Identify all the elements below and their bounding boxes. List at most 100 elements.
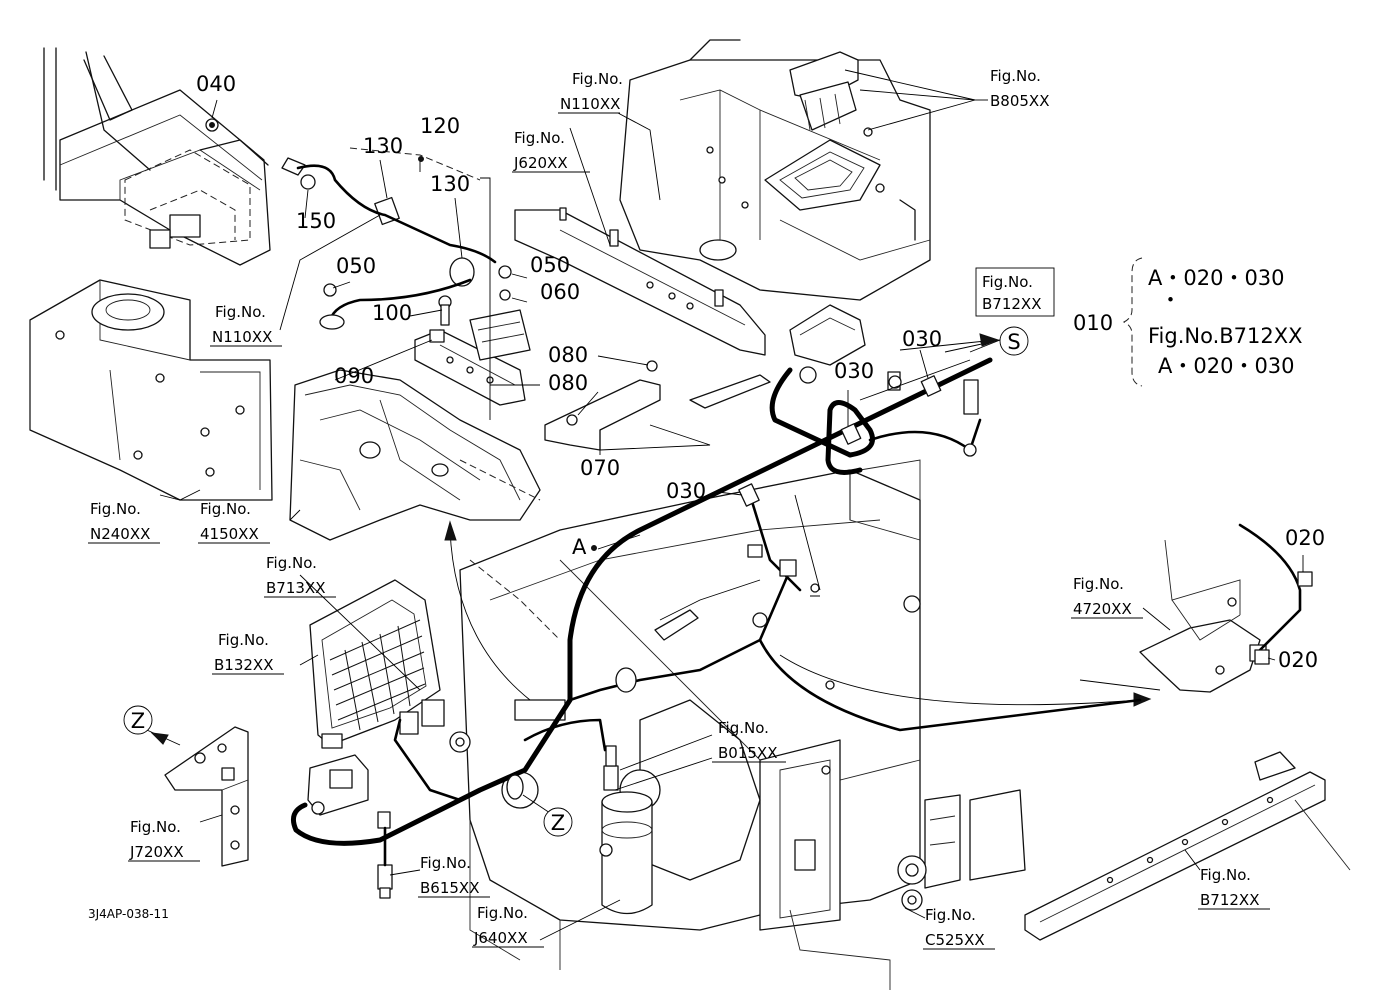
part-label-010: 010 — [1073, 311, 1113, 335]
part-label-130-top: 130 — [363, 134, 403, 158]
kit-composition: A・020・030 ・ Fig.No.B712XX A・020・030 — [1122, 257, 1303, 387]
clamp-030-right — [920, 375, 942, 397]
marker-s-label: S — [1007, 330, 1020, 354]
fig-number: J640XX — [473, 929, 528, 947]
fig-ref-4720: Fig.No. 4720XX — [1071, 575, 1143, 619]
bracket-j720-drawing — [164, 726, 249, 867]
bracket-060-drawing — [414, 309, 531, 406]
fig-number: N110XX — [212, 328, 272, 346]
part-label-150: 150 — [296, 209, 336, 233]
fig-number: B132XX — [214, 656, 273, 674]
fig-word: Fig.No. — [1200, 866, 1251, 884]
transmission-housing-drawing — [289, 369, 541, 541]
bolt-050-left — [323, 283, 337, 297]
plate-090 — [429, 329, 445, 343]
fig-number: B805XX — [990, 92, 1049, 110]
figure-references: Fig.No. N110XX Fig.No. B805XX Fig.No. J6… — [88, 67, 1270, 950]
part-label-040: 040 — [196, 72, 236, 96]
marker-z-left-label: Z — [131, 709, 145, 733]
fig-ref-b132: Fig.No. B132XX — [212, 631, 284, 675]
fig-word: Fig.No. — [477, 904, 528, 922]
part-label-080-bottom: 080 — [548, 371, 588, 395]
fig-word: Fig.No. — [215, 303, 266, 321]
filter-j640-drawing — [599, 745, 653, 915]
kit-line-2: Fig.No.B712XX — [1148, 324, 1303, 348]
bracket-4720-drawing — [1139, 539, 1267, 693]
clamp-020-bottom — [1254, 649, 1270, 665]
main-body-drawing — [459, 459, 1026, 990]
line-art — [29, 39, 1351, 990]
connector-b615-drawing — [377, 811, 393, 899]
clamp-030-left — [738, 483, 760, 507]
kit-dot: ・ — [1160, 288, 1181, 312]
part-label-090: 090 — [334, 364, 374, 388]
marker-z-center-label: Z — [551, 811, 565, 835]
bracket-j620-drawing — [514, 207, 766, 356]
fig-word: Fig.No. — [130, 818, 181, 836]
fig-ref-j620: Fig.No. J620XX — [512, 129, 590, 173]
fig-word: Fig.No. — [266, 554, 317, 572]
part-label-080-top: 080 — [548, 343, 588, 367]
fig-number: N240XX — [90, 525, 150, 543]
fig-word: Fig.No. — [982, 273, 1033, 291]
fig-word: Fig.No. — [990, 67, 1041, 85]
part-label-070: 070 — [580, 456, 620, 480]
fig-ref-b712-box: Fig.No. B712XX — [975, 267, 1055, 317]
fig-word: Fig.No. — [718, 719, 769, 737]
fig-word: Fig.No. — [90, 500, 141, 518]
fig-ref-j640: Fig.No. J640XX — [472, 904, 544, 948]
fig-ref-b712-bottom: Fig.No. B712XX — [1198, 866, 1270, 910]
group-120-bracket — [349, 147, 481, 181]
fig-ref-b015: Fig.No. B015XX — [712, 719, 786, 763]
fig-number: N110XX — [560, 95, 620, 113]
part-label-030-center: 030 — [834, 359, 874, 383]
part-label-100: 100 — [372, 301, 412, 325]
part-label-050-left: 050 — [336, 254, 376, 278]
bolt-150 — [300, 174, 316, 190]
part-label-120: 120 — [420, 114, 460, 138]
controller-b132-drawing — [307, 579, 566, 816]
fig-word: Fig.No. — [218, 631, 269, 649]
fig-ref-n110-left: Fig.No. N110XX — [210, 303, 282, 347]
fig-number: J720XX — [129, 843, 184, 861]
part-label-030-left: 030 — [666, 479, 706, 503]
connector-b805-drawing — [764, 51, 885, 211]
marker-z-center: Z — [543, 807, 573, 837]
cab-frame-drawing — [43, 47, 271, 266]
fig-ref-c525: Fig.No. C525XX — [923, 906, 995, 950]
kit-line-3: A・020・030 — [1158, 354, 1295, 378]
part-labels: 040 120 130 130 150 050 050 060 100 090 … — [196, 72, 1325, 672]
fig-ref-n240: Fig.No. N240XX — [88, 500, 160, 544]
bolt-050-right — [498, 265, 512, 279]
leader-lines — [159, 69, 1304, 941]
fig-word: Fig.No. — [200, 500, 251, 518]
fig-number: B712XX — [1200, 891, 1259, 909]
fig-ref-4150: Fig.No. 4150XX — [198, 500, 270, 544]
fig-word: Fig.No. — [420, 854, 471, 872]
marker-s: S — [979, 326, 1029, 356]
fig-ref-b805: Fig.No. B805XX — [975, 67, 1049, 110]
fig-ref-b615: Fig.No. B615XX — [418, 854, 490, 898]
drawing-code: 3J4AP-038-11 — [88, 907, 169, 921]
fig-ref-b713: Fig.No. B713XX — [264, 554, 336, 598]
part-label-a: A — [572, 535, 587, 559]
fig-number: 4720XX — [1073, 600, 1132, 618]
rail-b712-drawing — [1024, 751, 1351, 941]
washer-060 — [499, 289, 511, 301]
fig-ref-n110-top: Fig.No. N110XX — [558, 70, 623, 114]
part-label-020-bottom: 020 — [1278, 648, 1318, 672]
fig-number: B712XX — [982, 295, 1041, 313]
fig-number: 4150XX — [200, 525, 259, 543]
hardware-parts — [205, 118, 512, 343]
marker-z-left: Z — [123, 705, 153, 735]
fig-ref-j720: Fig.No. J720XX — [128, 818, 200, 862]
part-label-060: 060 — [540, 280, 580, 304]
fig-number: B713XX — [266, 579, 325, 597]
fig-word: Fig.No. — [925, 906, 976, 924]
kit-line-1: A・020・030 — [1148, 266, 1285, 290]
part-label-050-right: 050 — [530, 253, 570, 277]
part-label-030-right: 030 — [902, 327, 942, 351]
front-bracket-drawing — [29, 279, 273, 501]
part-label-130-lower: 130 — [430, 172, 470, 196]
